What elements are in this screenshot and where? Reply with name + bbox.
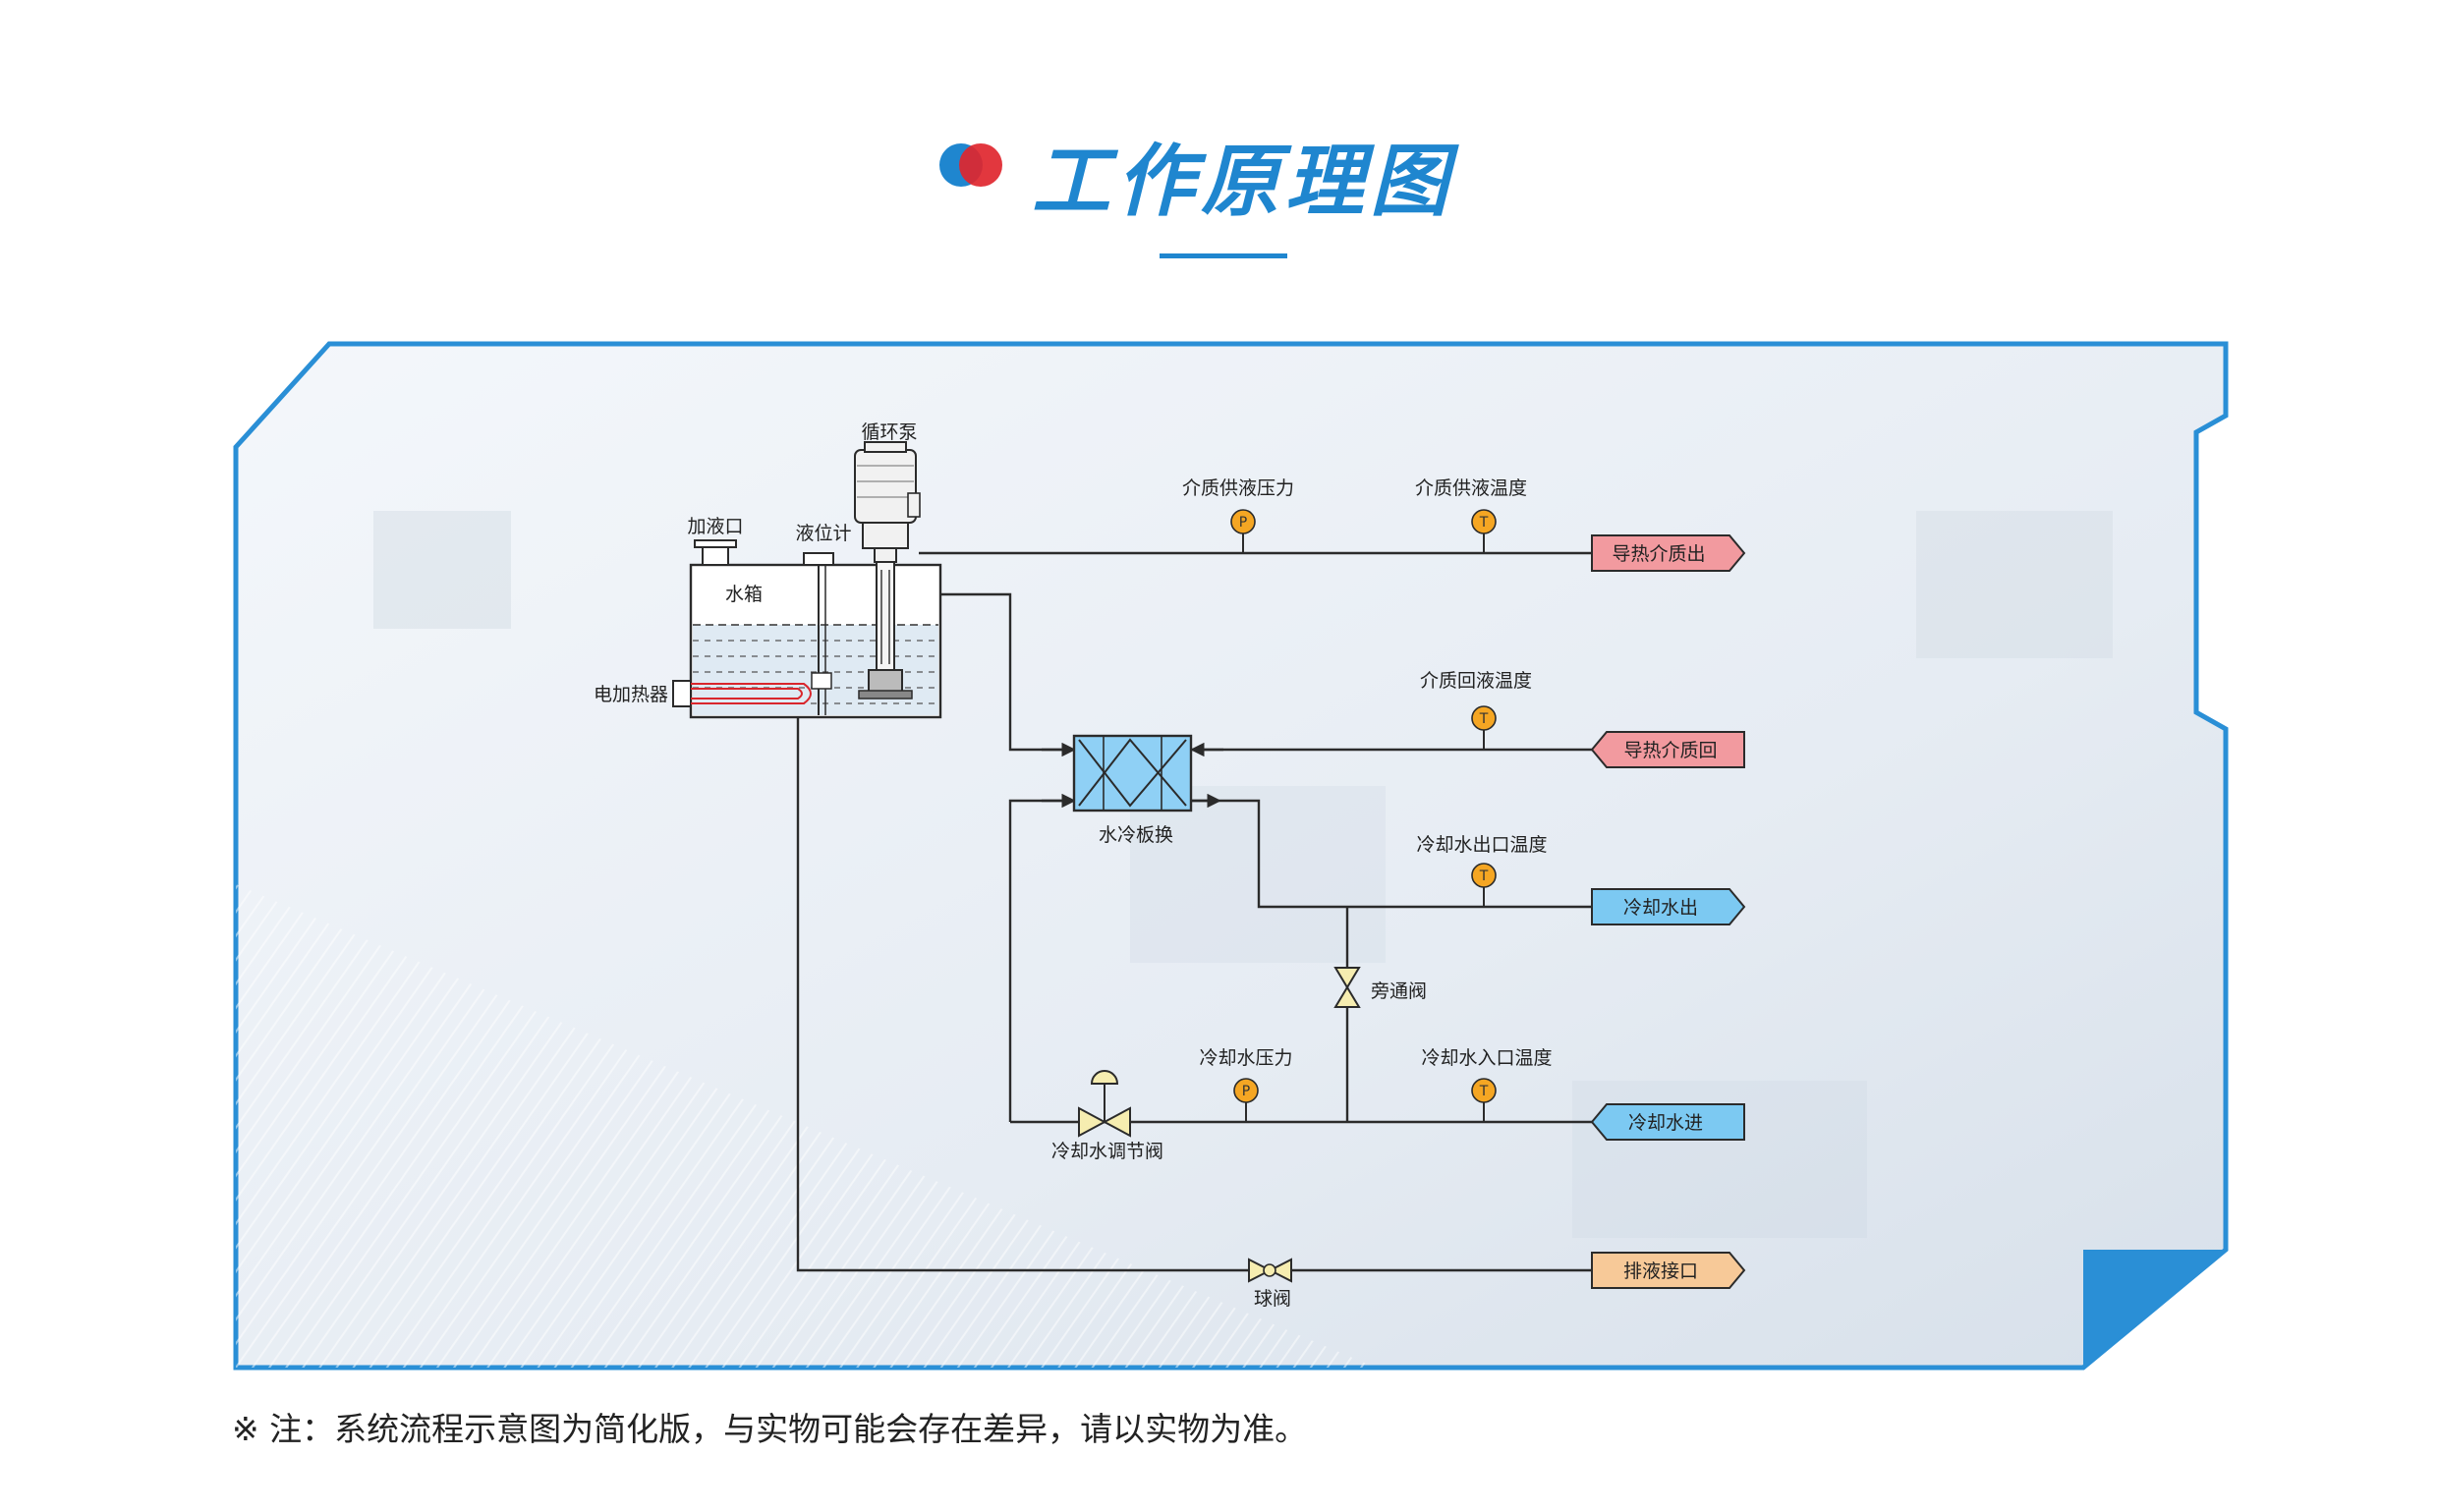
svg-text:冷却水进: 冷却水进 [1628,1112,1703,1134]
supply-temp-gauge: T [1471,509,1497,553]
title-underline [1160,253,1287,258]
label-level-gauge: 液位计 [795,523,851,544]
svg-text:T: T [1479,515,1489,531]
bypass-valve-icon [1333,967,1361,1008]
supply-pressure-gauge: P [1230,509,1256,553]
heat-exchanger-icon [1072,734,1193,812]
svg-text:T: T [1479,711,1489,727]
label-fill-port: 加液口 [687,516,743,537]
port-cooling-in: 冷却水进 [1590,1103,1745,1141]
label-cooling-outlet-temp: 冷却水出口温度 [1416,834,1547,856]
port-medium-return: 导热介质回 [1590,731,1745,768]
label-tank: 水箱 [725,584,763,605]
label-heat-exchanger: 水冷板换 [1099,824,1173,846]
ball-valve-icon [1248,1258,1292,1283]
label-return-temp: 介质回液温度 [1420,670,1532,692]
cooling-inlet-temp-gauge: T [1471,1078,1497,1122]
svg-text:排液接口: 排液接口 [1623,1260,1698,1282]
return-temp-gauge: T [1471,705,1497,750]
logo-dots-icon [939,143,1002,187]
port-cooling-out: 冷却水出 [1591,888,1746,925]
svg-text:导热介质回: 导热介质回 [1623,740,1717,761]
label-bypass-valve: 旁通阀 [1371,980,1427,1002]
label-supply-temp: 介质供液温度 [1415,477,1527,499]
label-cooling-inlet-temp: 冷却水入口温度 [1421,1047,1552,1069]
svg-text:P: P [1239,515,1247,531]
pipes [796,551,1592,1272]
port-drain: 排液接口 [1591,1252,1746,1289]
label-pump: 循环泵 [861,421,917,443]
level-gauge-icon [803,552,834,715]
label-cooling-pressure: 冷却水压力 [1199,1047,1292,1069]
cooling-regulating-valve-icon [1078,1070,1131,1138]
fill-port-icon [694,539,737,566]
svg-text:P: P [1242,1084,1250,1099]
label-heater: 电加热器 [594,684,668,705]
label-ball-valve: 球阀 [1254,1288,1291,1310]
label-regulating-valve: 冷却水调节阀 [1051,1141,1163,1162]
footnote: ※ 注：系统流程示意图为简化版，与实物可能会存在差异，请以实物为准。 [232,1410,1308,1448]
page-title: 工作原理图 [1032,136,1454,227]
svg-text:T: T [1479,1084,1489,1099]
svg-text:冷却水出: 冷却水出 [1623,897,1698,919]
svg-text:T: T [1479,868,1489,884]
cooling-pressure-gauge: P [1233,1078,1259,1122]
header: 工作原理图 [0,0,2437,295]
svg-text:导热介质出: 导热介质出 [1612,543,1705,565]
cooling-outlet-temp-gauge: T [1471,863,1497,907]
label-supply-pressure: 介质供液压力 [1182,477,1294,499]
circulation-pump-icon [854,441,921,700]
port-medium-out: 导热介质出 [1591,534,1746,572]
heater-icon [672,680,812,707]
